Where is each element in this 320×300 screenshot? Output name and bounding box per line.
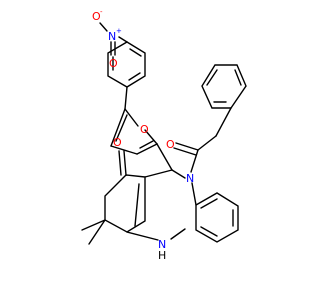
atom-nitro-o-top-charge: - — [100, 8, 103, 16]
ring-nitrophenyl-double-1 — [129, 48, 142, 57]
atom-nitro-n: N — [108, 30, 116, 43]
ring-benzyl-double-2 — [206, 69, 218, 86]
bond-nh-to-ring — [126, 231, 159, 241]
bond-furan-c3-c4 — [110, 145, 138, 155]
bond-furan-inner-2 — [139, 140, 154, 149]
bond-c11-n10 — [171, 169, 186, 179]
molecule-diagram: O - N + O O O N O N H — [81, 8, 247, 262]
bond-ketone-b — [118, 150, 122, 176]
ring-benzyl-double-3 — [234, 69, 242, 86]
structure-canvas: O - N + O O O N O N H — [81, 8, 247, 262]
ring-nitrophenyl-double-2 — [128, 72, 141, 81]
ring-benzo-double-3 — [200, 226, 218, 237]
bond-n10-acyl — [190, 149, 199, 173]
atom-nh-h: H — [158, 249, 166, 262]
bond-ketone-a — [123, 150, 127, 176]
bond-furan-c5-o — [124, 108, 139, 127]
ring-benzyl-phenyl — [201, 64, 247, 109]
bond-nitro-o-top — [99, 22, 108, 32]
atom-nitro-n-charge: + — [116, 27, 122, 35]
atom-nh-n: N — [158, 238, 166, 251]
bond-methyl-1 — [81, 219, 106, 231]
atom-furan-o: O — [140, 123, 149, 136]
bond-c11-furan — [156, 143, 173, 171]
bond-phenyl-to-furan — [124, 86, 128, 110]
bond-acyl-o-a — [175, 142, 199, 151]
atom-nitro-o-bottom: O — [109, 57, 118, 70]
bond-c11-c11a — [144, 169, 173, 178]
ring-benzo — [195, 192, 239, 243]
bond-ring-double — [134, 183, 140, 227]
bond-acyl-ch2 — [197, 135, 217, 151]
bond-furan-o-c2 — [144, 129, 158, 145]
bond-acyl-o-b — [173, 147, 197, 156]
bond-aryl-to-nh — [170, 228, 186, 240]
bond-furan-c4-c5 — [110, 108, 126, 147]
atom-acyl-o: O — [166, 138, 175, 151]
ring-benzo-double-1 — [200, 198, 218, 209]
bond-ch2-phenyl — [215, 107, 232, 137]
atom-ketone-o: O — [113, 136, 122, 149]
bond-methyl-2 — [88, 219, 106, 245]
bond-furan-inner-1 — [115, 114, 128, 142]
atom-ring-n: N — [186, 172, 194, 185]
bond-n10-aryl — [191, 182, 197, 206]
atom-nitro-o-top: O — [92, 10, 101, 23]
bond-furan-c2-c3 — [136, 143, 158, 155]
bond-nitro-to-ring — [118, 36, 128, 43]
